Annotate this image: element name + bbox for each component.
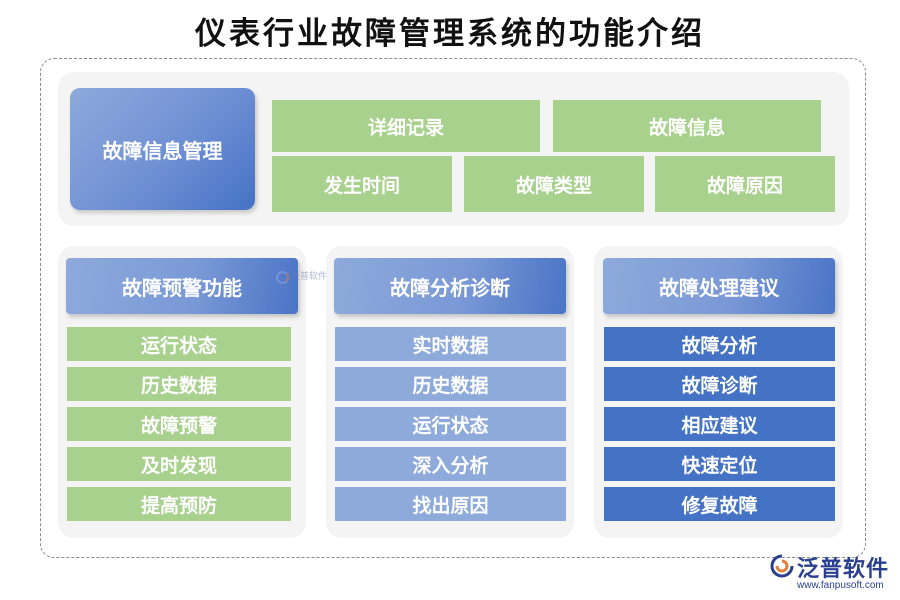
column-header-diagnosis: 故障分析诊断 [334,258,566,314]
top-item-fault-cause: 故障原因 [655,156,835,212]
column-header-warning: 故障预警功能 [66,258,298,314]
top-item-fault-info: 故障信息 [553,100,821,152]
list-item: 实时数据 [335,327,566,361]
list-item: 运行状态 [335,407,566,441]
page-title: 仪表行业故障管理系统的功能介绍 [195,16,705,52]
brand-logo: 泛普软件 www.fanpusoft.com [770,551,892,595]
list-item: 及时发现 [67,447,291,481]
list-item: 深入分析 [335,447,566,481]
list-item: 修复故障 [604,487,835,521]
brand-name: 泛普软件 [797,557,890,582]
brand-swirl-icon [770,554,794,578]
watermark-logo-icon [276,271,289,284]
main-module-fault-info-management: 故障信息管理 [70,88,255,210]
list-item: 相应建议 [604,407,835,441]
list-item: 找出原因 [335,487,566,521]
list-item: 历史数据 [67,367,291,401]
list-item: 故障分析 [604,327,835,361]
top-item-fault-type: 故障类型 [464,156,644,212]
top-item-occur-time: 发生时间 [272,156,452,212]
column-header-handling: 故障处理建议 [603,258,835,314]
brand-url: www.fanpusoft.com [797,580,884,591]
list-item: 故障预警 [67,407,291,441]
watermark: 泛普软件 [276,271,327,284]
list-item: 提高预防 [67,487,291,521]
watermark-text: 泛普软件 [291,272,328,282]
list-item: 运行状态 [67,327,291,361]
top-item-detailed-record: 详细记录 [272,100,540,152]
list-item: 快速定位 [604,447,835,481]
dashed-frame [40,58,866,558]
list-item: 历史数据 [335,367,566,401]
list-item: 故障诊断 [604,367,835,401]
